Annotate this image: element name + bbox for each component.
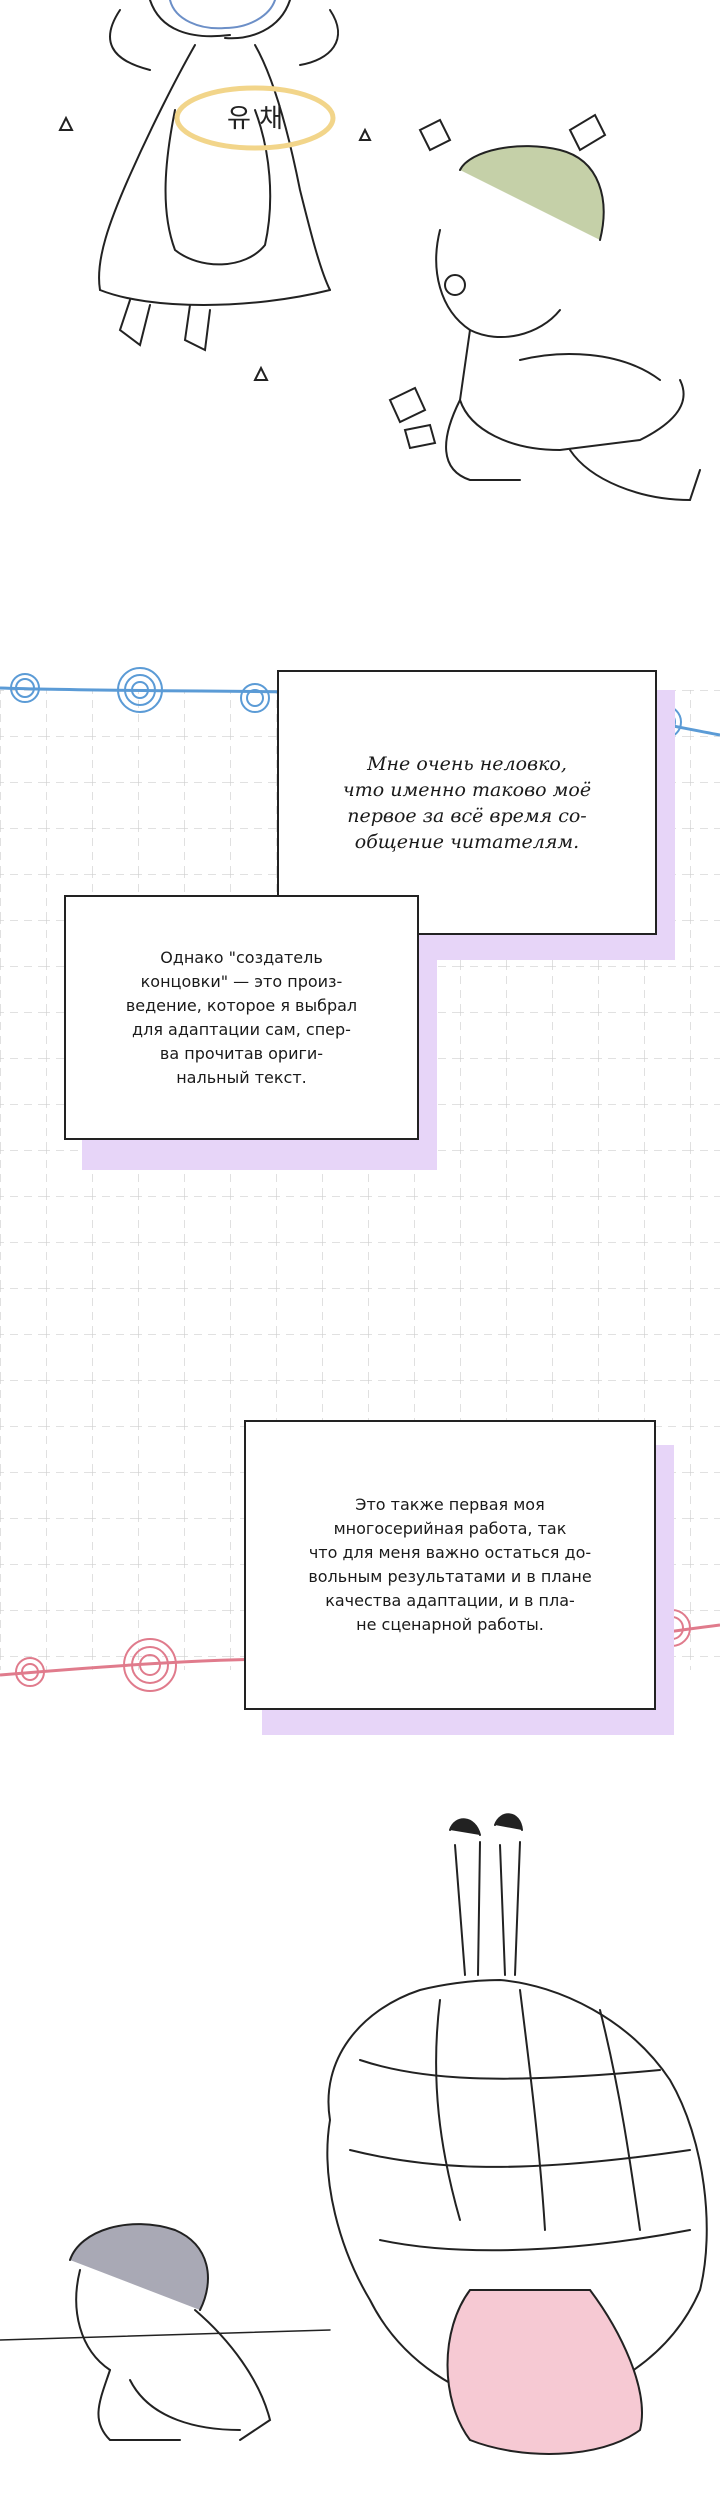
message-box-1: Мне очень неловко, что именно таково моё… [277, 670, 657, 935]
message-box-2-text: Однако "создатель концовки" — это произ-… [125, 947, 358, 1087]
top-illustration: 유 채 [58, 0, 701, 502]
kneeling-boy-character [388, 113, 701, 502]
message-box-2: Однако "создатель концовки" — это произ-… [64, 895, 419, 1140]
halo [174, 85, 336, 151]
angel-character [58, 0, 372, 381]
message-box-1-text: Мне очень неловко, что именно таково моё… [342, 752, 592, 853]
message-box-3: Это также первая моя многосерийная работ… [244, 1420, 656, 1710]
halo-text: 유 채 [227, 104, 283, 134]
message-box-3-text: Это также первая моя многосерийная работ… [308, 1495, 592, 1634]
